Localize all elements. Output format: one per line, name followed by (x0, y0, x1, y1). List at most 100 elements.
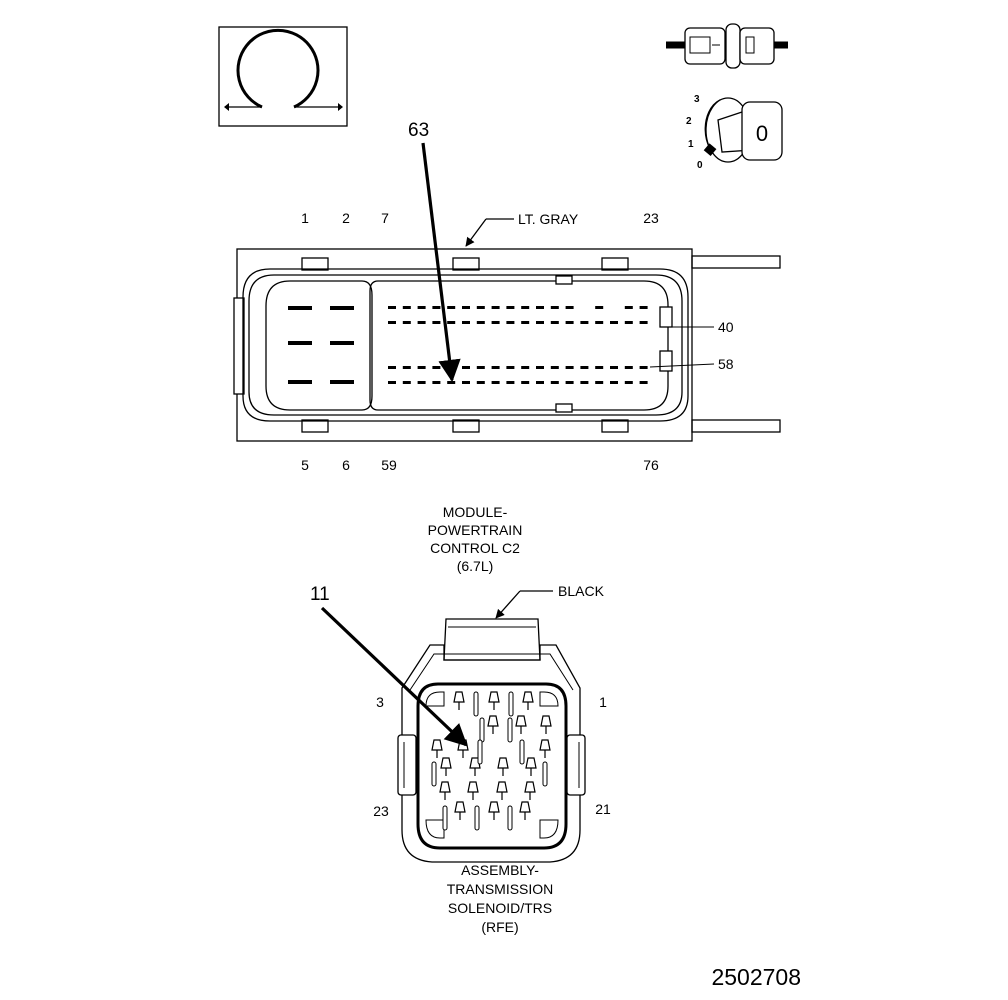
pcm-terminal (388, 321, 396, 324)
trs-caption-line-3: SOLENOID/TRS (448, 900, 552, 916)
trs-cavity-slot (473, 691, 479, 717)
trs-cavity-slot (507, 805, 513, 831)
trs-cavity-slot (477, 739, 483, 765)
pcm-terminal (402, 321, 411, 324)
pcm-caption-line-1: MODULE- (443, 504, 508, 520)
trs-pin-23-label: 23 (373, 803, 389, 819)
trs-terminal (497, 757, 509, 769)
pcm-terminal (462, 381, 470, 384)
pcm-terminal (580, 366, 589, 369)
pcm-terminal (402, 366, 411, 369)
pcm-terminal (417, 381, 426, 384)
ignition-position-0: 0 (697, 160, 703, 171)
pcm-pin-23-label: 23 (643, 210, 659, 226)
pcm-terminal (565, 306, 574, 309)
pcm-terminal (580, 321, 589, 324)
trs-terminal (488, 801, 500, 813)
trs-terminal (439, 781, 451, 793)
trs-pin-3-label: 3 (376, 694, 384, 710)
trs-caption-line-2: TRANSMISSION (447, 881, 554, 897)
trs-terminal (496, 781, 508, 793)
pcm-pin-1-label: 1 (301, 210, 309, 226)
figure-id: 2502708 (711, 964, 801, 990)
pcm-terminal (639, 366, 648, 369)
trs-terminal (525, 757, 537, 769)
pcm-pin-7-label: 7 (381, 210, 389, 226)
trs-pin-1-label: 1 (599, 694, 607, 710)
pcm-terminal (506, 306, 515, 309)
pcm-terminal (506, 381, 515, 384)
pcm-terminal (491, 381, 500, 384)
pcm-pin-2-label: 2 (342, 210, 350, 226)
pcm-terminal (580, 381, 589, 384)
pcm-terminal (432, 381, 441, 384)
pcm-terminal (550, 381, 559, 384)
trs-caption-line-1: ASSEMBLY- (461, 862, 539, 878)
pcm-terminal (536, 306, 544, 309)
trs-terminal (519, 801, 531, 813)
pcm-terminal (595, 306, 604, 309)
pcm-terminal (417, 321, 426, 324)
trs-cavity-slot (507, 717, 513, 743)
pcm-color-label: LT. GRAY (518, 211, 579, 227)
trs-connector: 3 1 23 21 BLACK 11 ASSEMBLY- TRANSMISSIO… (310, 583, 611, 935)
pcm-terminal (624, 366, 633, 369)
pcm-terminal-rows (388, 306, 648, 384)
pcm-terminal (639, 381, 648, 384)
trs-terminal (540, 715, 552, 727)
trs-cavity-slot (542, 761, 548, 787)
pcm-terminal (432, 306, 441, 309)
ignition-key-icon: 0 3 2 1 0 (686, 94, 783, 171)
pcm-terminal (388, 366, 396, 369)
pcm-callout-number: 63 (408, 120, 429, 141)
trs-color-label: BLACK (558, 583, 605, 599)
trs-callout-number: 11 (310, 584, 330, 605)
pcm-terminal (476, 306, 485, 309)
pcm-terminal (610, 381, 618, 384)
pcm-terminal (462, 366, 470, 369)
pcm-terminal (447, 321, 456, 324)
trs-terminal (488, 691, 500, 703)
trs-cavity-slot (474, 805, 480, 831)
pcm-terminal (639, 306, 648, 309)
pcm-terminal (624, 321, 633, 324)
ignition-position-2: 2 (686, 116, 692, 127)
pcm-terminal (521, 366, 530, 369)
ignition-position-3: 3 (694, 94, 700, 105)
pcm-terminal (536, 381, 544, 384)
pcm-terminal (462, 306, 470, 309)
pcm-terminal (402, 381, 411, 384)
ignition-position-1: 1 (688, 139, 694, 150)
pcm-pin-5-label: 5 (301, 457, 309, 473)
pcm-pin-40-label: 40 (718, 319, 734, 335)
pcm-terminal (388, 306, 396, 309)
pcm-caption-line-4: (6.7L) (457, 558, 494, 574)
pcm-terminal (432, 321, 441, 324)
trs-cavity-slot (519, 739, 525, 765)
trs-terminal (522, 691, 534, 703)
pcm-terminal (476, 366, 485, 369)
pcm-terminal (550, 366, 559, 369)
pcm-terminal (447, 306, 456, 309)
ohmmeter-icon (218, 26, 348, 127)
pcm-terminal (491, 366, 500, 369)
pcm-terminal (491, 306, 500, 309)
pcm-pin-59-label: 59 (381, 457, 397, 473)
pcm-terminal (417, 306, 426, 309)
trs-terminal (440, 757, 452, 769)
pcm-terminal (595, 366, 604, 369)
pcm-terminal (610, 321, 618, 324)
pcm-terminal (521, 381, 530, 384)
pcm-pin-76-label: 76 (643, 457, 659, 473)
key-position-label: 0 (756, 121, 768, 146)
pcm-terminal (388, 381, 396, 384)
pcm-terminal (491, 321, 500, 324)
pcm-terminal (447, 381, 456, 384)
pcm-terminal (550, 321, 559, 324)
trs-terminal (487, 715, 499, 727)
trs-terminal (467, 781, 479, 793)
trs-caption-line-4: (RFE) (481, 919, 518, 935)
trs-terminal-grid (431, 691, 552, 831)
trs-cavity-slot (431, 761, 437, 787)
